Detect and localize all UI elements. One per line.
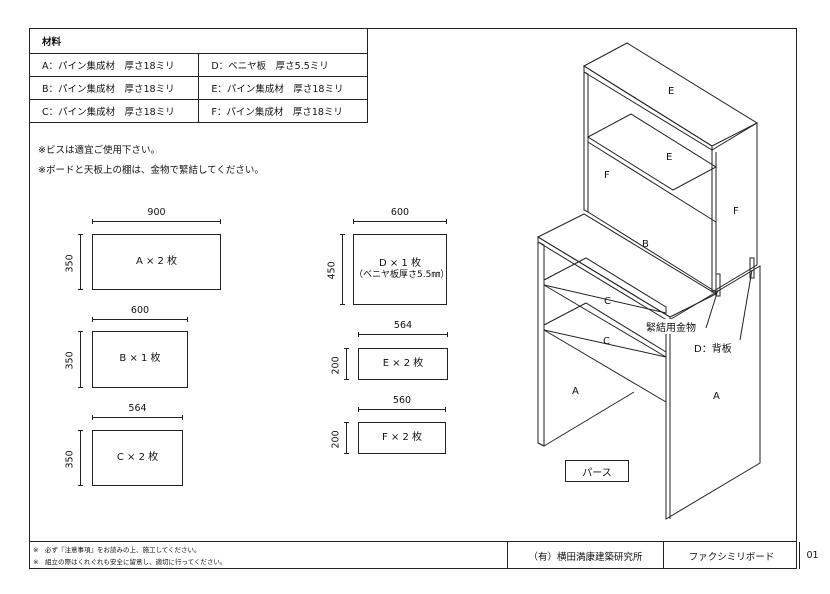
perspective-label: パース	[565, 460, 629, 482]
part-e-label: E × 2 枚	[382, 357, 424, 369]
back-panel-callout: D：背板	[694, 340, 732, 355]
note-screws: ※ビスは適宜ご使用下さい。	[38, 145, 160, 156]
company-name: （有）横田満康建築研究所	[507, 542, 663, 569]
iso-left-leg	[537, 241, 545, 447]
drawing-title: ファクシミリボード	[663, 542, 799, 569]
part-d-width: 600	[390, 207, 410, 218]
part-e-width-line	[358, 332, 448, 340]
iso-desktop	[536, 213, 718, 318]
part-d-height-line	[340, 234, 348, 305]
part-f-width: 560	[392, 395, 412, 406]
fitting-callout: 緊結用金物	[646, 319, 696, 334]
iso-label-e-mid: E	[666, 152, 673, 163]
iso-label-e-top: E	[668, 86, 675, 97]
iso-right-side-f	[711, 122, 758, 293]
iso-left-side-f	[583, 71, 589, 213]
iso-label-a-left: A	[572, 386, 579, 397]
part-f-panel: F × 2 枚	[358, 422, 446, 454]
part-c-width-line	[92, 415, 183, 423]
drawing-frame	[29, 28, 797, 569]
iso-label-f-right: F	[733, 206, 739, 217]
part-b-width: 600	[130, 305, 150, 316]
part-d-label: D × 1 枚	[379, 257, 421, 269]
iso-label-a-right: A	[713, 391, 720, 402]
iso-shelf-c1	[543, 257, 667, 314]
part-c-panel: C × 2 枚	[92, 430, 183, 486]
part-e-height-line	[344, 348, 352, 380]
part-f-width-line	[358, 407, 446, 415]
note-board: ※ボードと天板上の棚は、金物で緊結してください。	[38, 165, 264, 176]
footer-warning-2: ※ 組立の際はくれぐれも安全に留意し、適切に行ってください。	[33, 558, 227, 566]
iso-top-front	[583, 65, 713, 151]
part-a-width-line	[92, 219, 221, 227]
part-d-width-line	[353, 219, 447, 227]
iso-mid-shelf	[587, 113, 717, 191]
material-e: E：パイン集成材 厚さ18ミリ	[198, 76, 368, 100]
material-f: F：パイン集成材 厚さ18ミリ	[198, 99, 368, 123]
iso-label-f-left: F	[604, 170, 610, 181]
part-c-height-line	[78, 430, 86, 486]
iso-label-b: B	[642, 239, 649, 250]
part-a-width: 900	[147, 207, 166, 218]
material-a: A：パイン集成材 厚さ18ミリ	[28, 53, 200, 77]
part-f-label: F × 2 枚	[381, 431, 423, 443]
material-c: C：パイン集成材 厚さ18ミリ	[28, 99, 200, 123]
iso-label-c-lower: C	[603, 336, 610, 347]
page-number: 01	[799, 542, 825, 569]
part-d-panel: D × 1 枚 （ベニヤ板厚さ5.5㎜）	[353, 234, 450, 305]
iso-label-c-upper: C	[604, 296, 611, 307]
part-b-label: B × 1 枚	[119, 353, 161, 365]
title-block: ※ 必ず『注意事項』をお読みの上、施工してください。 ※ 組立の際はくれぐれも安…	[29, 541, 819, 569]
part-c-label: C × 2 枚	[116, 451, 159, 463]
part-e-panel: E × 2 枚	[358, 348, 448, 380]
footer-warning-1: ※ 必ず『注意事項』をお読みの上、施工してください。	[33, 546, 201, 554]
part-a-height-line	[78, 234, 86, 290]
materials-table: 材料 A：パイン集成材 厚さ18ミリ D：ベニヤ板 厚さ5.5ミリ B：パイン集…	[28, 28, 368, 123]
part-e-width: 564	[393, 320, 413, 331]
part-b-width-line	[92, 317, 188, 325]
iso-right-leg	[665, 265, 761, 520]
part-a-label: A × 2 枚	[135, 255, 178, 267]
material-d: D：ベニヤ板 厚さ5.5ミリ	[198, 53, 368, 77]
part-c-width: 564	[128, 403, 147, 414]
part-b-panel: B × 1 枚	[92, 331, 188, 388]
part-d-sublabel: （ベニヤ板厚さ5.5㎜）	[354, 270, 450, 281]
part-f-height-line	[344, 422, 352, 454]
part-b-height-line	[78, 331, 86, 388]
part-a-panel: A × 2 枚	[92, 234, 221, 290]
